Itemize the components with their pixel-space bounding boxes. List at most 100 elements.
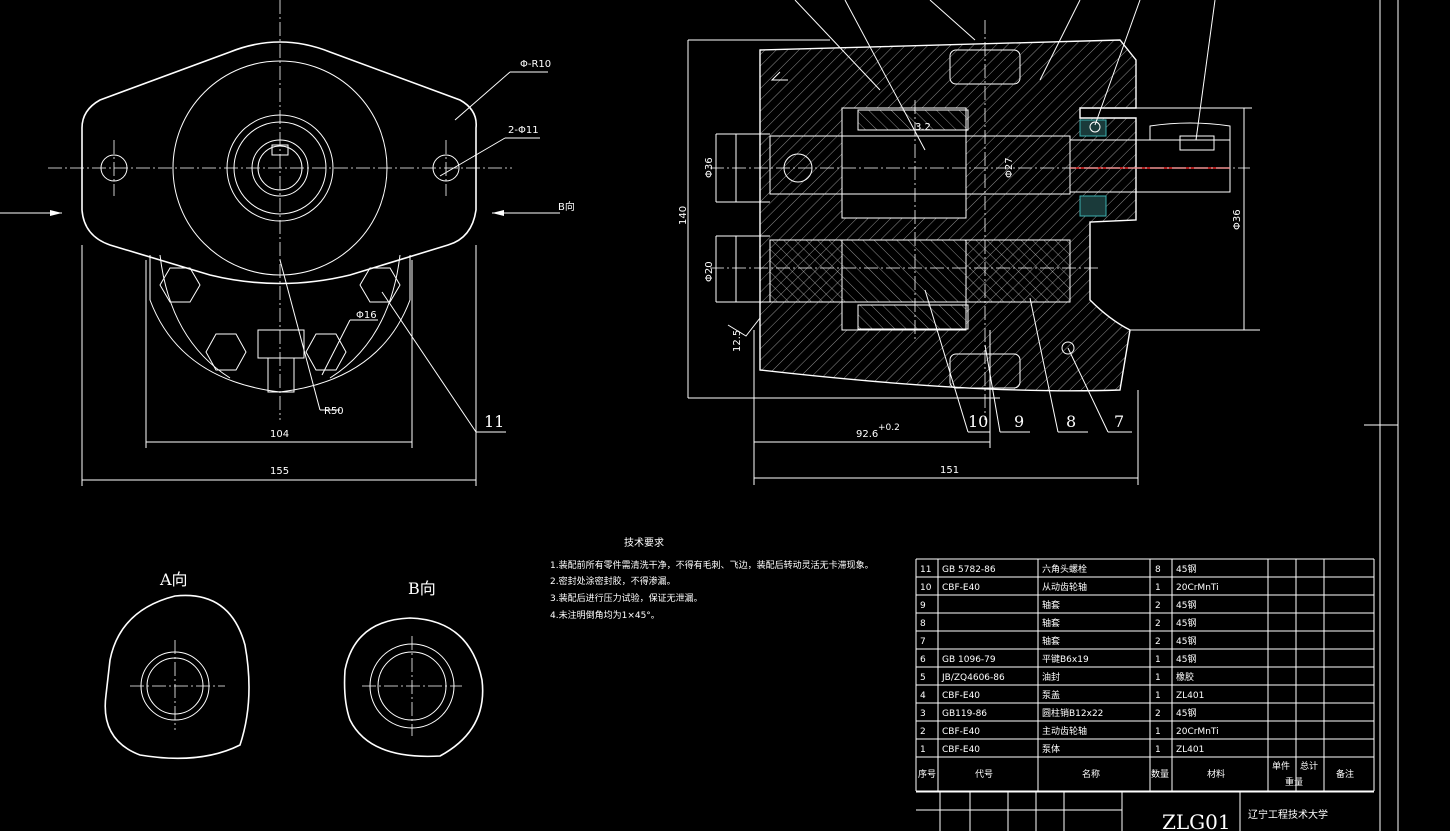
rough-a: 12.5 [732,330,743,352]
bom-cell-mat: 20CrMnTi [1176,727,1219,737]
bom-cell-qty: 1 [1155,583,1161,593]
bom-cell-name: 从动齿轮轴 [1042,581,1087,593]
dim-offset: 92.6 [856,429,878,440]
bom-cell-qty: 2 [1155,709,1161,719]
dim-total-width: 155 [270,466,289,477]
bom-table [915,558,1375,792]
front-view [0,0,560,486]
bom-cell-no: 9 [920,601,926,611]
bom-cell-no: 8 [920,619,926,629]
tech-req-line: 4.未注明倒角均为1×45°。 [550,609,660,621]
balloon-8: 8 [1066,412,1076,431]
bom-cell-code: GB 5782-86 [942,565,996,575]
bom-cell-qty: 2 [1155,601,1161,611]
bom-cell-no: 4 [920,691,926,701]
bom-head-note: 备注 [1336,768,1354,780]
bom-cell-mat: ZL401 [1176,745,1204,755]
bom-cell-qty: 1 [1155,727,1161,737]
bom-cell-code: CBF-E40 [942,727,980,737]
bom-cell-mat: 45钢 [1176,563,1196,575]
bom-cell-no: 6 [920,655,926,665]
bom-cell-qty: 1 [1155,673,1161,683]
bom-head-weight3: 重量 [1285,776,1303,788]
bom-cell-name: 泵体 [1042,743,1060,755]
balloon-11: 11 [484,412,504,431]
bom-cell-no: 11 [920,565,931,575]
bom-cell-qty: 8 [1155,565,1161,575]
bom-head-weight1: 单件 [1272,760,1290,772]
tech-req-line: 2.密封处涂密封胶，不得渗漏。 [550,575,676,587]
dim-height: 140 [678,206,689,225]
bom-cell-qty: 1 [1155,655,1161,665]
bom-cell-no: 1 [920,745,926,755]
bom-head-name: 名称 [1082,768,1100,780]
balloon-10: 10 [968,412,988,431]
callout-radius-top: Φ-R10 [520,59,551,70]
bom-head-qty: 数量 [1151,768,1169,780]
bom-cell-name: 圆柱销B12x22 [1042,707,1103,719]
bom-cell-name: 轴套 [1042,635,1060,647]
bom-cell-no: 3 [920,709,926,719]
bom-head-weight2: 总计 [1300,760,1318,772]
dim-d1: Φ36 [704,157,715,178]
dim-d2: Φ27 [1004,157,1015,178]
bom-cell-no: 2 [920,727,926,737]
bom-cell-code: GB 1096-79 [942,655,996,665]
bom-cell-mat: 45钢 [1176,635,1196,647]
rough-b: 3.2 [915,122,931,133]
drawing-number: ZLG01 [1162,810,1231,831]
bom-cell-name: 六角头螺栓 [1042,563,1087,575]
bom-head-mat: 材料 [1207,768,1225,780]
bom-head-code: 代号 [975,769,993,780]
bom-cell-mat: 45钢 [1176,653,1196,665]
bom-cell-mat: 45钢 [1176,617,1196,629]
bom-cell-code: GB119-86 [942,709,987,719]
callout-radius-bottom: R50 [324,406,344,417]
bom-cell-name: 泵盖 [1042,689,1060,701]
bom-cell-name: 轴套 [1042,617,1060,629]
callout-port: Φ16 [356,310,377,321]
bom-cell-code: CBF-E40 [942,745,980,755]
tech-req-title: 技术要求 [624,536,664,549]
aux-label-a: A向 [159,570,188,589]
dim-d4: Φ36 [1232,209,1243,230]
bom-cell-name: 油封 [1042,671,1060,683]
bom-cell-no: 7 [920,637,926,647]
dim-d3: Φ20 [704,261,715,282]
bom-cell-name: 平键B6x19 [1042,653,1089,665]
bom-cell-qty: 2 [1155,637,1161,647]
section-view [687,0,1260,485]
aux-label-b: B向 [408,579,436,598]
drawing-frame [1364,0,1399,831]
balloon-9: 9 [1014,412,1024,431]
bom-cell-code: CBF-E40 [942,691,980,701]
bom-cell-code: JB/ZQ4606-86 [941,673,1005,683]
bom-cell-code: CBF-E40 [942,583,980,593]
bom-cell-no: 5 [920,673,926,683]
bom-cell-qty: 2 [1155,619,1161,629]
title-block [916,791,1374,831]
bom-cell-name: 主动齿轮轴 [1042,725,1087,737]
balloon-7: 7 [1114,412,1124,431]
bom-cell-qty: 1 [1155,691,1161,701]
bom-cell-mat: 45钢 [1176,599,1196,611]
bom-cell-mat: 橡胶 [1176,671,1194,683]
tech-req-line: 1.装配前所有零件需清洗干净，不得有毛刺、飞边，装配后转动灵活无卡滞现象。 [550,559,874,571]
dim-offset-tol: +0.2 [878,423,900,433]
bom-cell-no: 10 [920,583,932,593]
tech-req-line: 3.装配后进行压力试验，保证无泄漏。 [550,592,703,604]
dim-bolt-spacing: 104 [270,429,289,440]
bom-cell-mat: ZL401 [1176,691,1204,701]
bom-head-no: 序号 [918,768,936,780]
callout-holes: 2-Φ11 [508,125,539,136]
bom-cell-qty: 1 [1155,745,1161,755]
bom-cell-mat: 20CrMnTi [1176,583,1219,593]
bom-cell-mat: 45钢 [1176,707,1196,719]
bom-cell-name: 轴套 [1042,599,1060,611]
dim-length: 151 [940,465,959,476]
aux-views [104,594,484,760]
school-name: 辽宁工程技术大学 [1248,808,1328,821]
view-arrow-b: B向 [558,200,575,213]
